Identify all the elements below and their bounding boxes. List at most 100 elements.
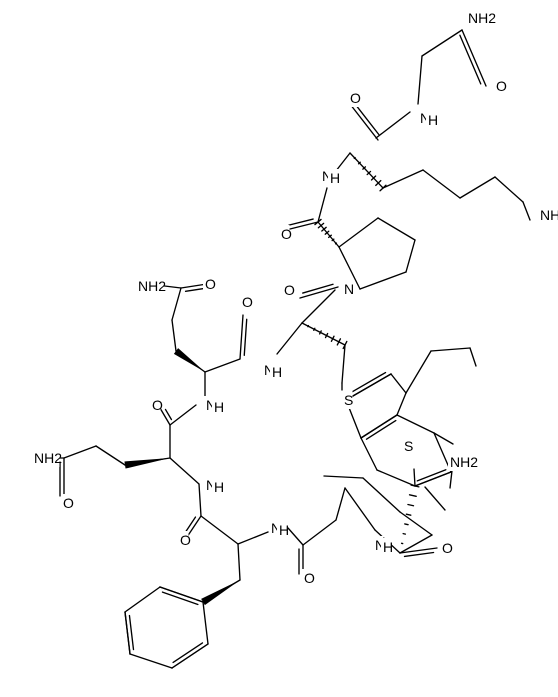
pro-stereo-hash	[328, 234, 332, 239]
double-bond	[299, 286, 339, 299]
bond	[344, 487, 376, 531]
trp-stereo-hash	[405, 513, 412, 516]
bond	[169, 404, 197, 426]
atom-label-text: NH2	[540, 207, 558, 223]
atom-label-text: O	[180, 532, 191, 548]
pro-stereo-hash	[314, 218, 322, 226]
cys-stereo-hash	[336, 338, 342, 346]
label-backdrop	[418, 109, 429, 127]
atom-label-text: O	[281, 226, 292, 242]
lbl-o-glycinamide: O	[494, 77, 507, 95]
stereo-wedges	[124, 348, 240, 606]
atom-label-text: NH2	[468, 10, 496, 26]
atom-label-text: H	[272, 364, 282, 380]
lbl-nh2-asn: NH2	[136, 277, 166, 295]
lbl-nh2-glycinamide: NH2	[466, 9, 496, 27]
bond	[413, 468, 416, 487]
bond	[405, 239, 416, 273]
atom-label-text: NH2	[138, 278, 166, 294]
cys-stereo-hash	[318, 330, 322, 335]
asn-stereo-wedge	[173, 348, 205, 372]
cys-stereo-hash	[342, 340, 348, 350]
bond	[63, 445, 97, 459]
double-bond	[302, 283, 334, 294]
bond	[359, 271, 407, 290]
trp-stereo-hash	[404, 523, 409, 526]
bond	[390, 373, 407, 394]
pro-stereo-hash	[324, 230, 330, 235]
label-backdrop	[342, 280, 353, 298]
lbl-o-lys: O	[348, 89, 361, 107]
label-backdrop	[440, 539, 451, 557]
pro-stereo-hash	[317, 222, 325, 229]
label-backdrop	[277, 521, 288, 539]
lbl-o-pro: O	[282, 281, 295, 299]
label-backdrop	[282, 281, 293, 299]
pro-stereo-hash	[331, 238, 335, 242]
label-backdrop	[150, 396, 161, 414]
double-bond	[159, 586, 204, 603]
atom-label-text: H	[330, 170, 340, 186]
trp-stereo-hash	[408, 494, 417, 497]
atom-label-text: N	[206, 397, 216, 413]
bond-lines	[36, 29, 531, 669]
lbl-n-gly: N	[418, 109, 430, 127]
label-backdrop	[61, 494, 72, 512]
pro-stereo-hash	[334, 242, 338, 245]
lbl-h-cys: H	[270, 363, 282, 381]
label-backdrop	[262, 361, 273, 379]
lbl-h-phe: H	[277, 521, 289, 539]
label-backdrop	[212, 398, 223, 416]
bond	[377, 217, 416, 241]
bond	[198, 483, 202, 517]
lbl-h-asn: H	[212, 398, 224, 416]
atom-label-text: O	[496, 78, 507, 94]
atom-label-text: S	[344, 392, 353, 408]
lys-stereo-hash	[362, 166, 367, 170]
bond	[276, 322, 303, 355]
lbl-h-lys: H	[328, 169, 340, 187]
label-backdrop	[204, 396, 215, 414]
lbl-n-asn: N	[204, 396, 216, 414]
double-bond	[159, 407, 171, 426]
label-backdrop	[426, 111, 437, 129]
lbl-nh2-gln: NH2	[32, 449, 62, 467]
bond	[341, 344, 346, 384]
bond	[360, 437, 378, 471]
atom-label-text: H	[428, 112, 438, 128]
lbl-h-val: H	[381, 538, 393, 556]
lbl-o-trp: O	[440, 539, 453, 557]
lbl-s-1: S	[342, 391, 353, 409]
lbl-h-gln: H	[212, 478, 224, 496]
label-backdrop	[328, 169, 339, 187]
bond	[204, 358, 241, 373]
atom-label-text: N	[206, 477, 216, 493]
bond	[301, 322, 346, 346]
bond	[469, 347, 477, 367]
bond	[124, 586, 161, 613]
lys-stereo-hash	[353, 156, 356, 160]
label-backdrop	[494, 77, 505, 95]
label-backdrop	[32, 449, 60, 467]
bond	[237, 543, 241, 581]
atom-label-text: H	[279, 522, 289, 538]
bond	[200, 515, 239, 545]
double-bond	[164, 408, 173, 421]
label-backdrop	[342, 391, 353, 409]
atom-label-text: O	[284, 282, 295, 298]
lys-stereo-hash	[370, 175, 377, 181]
cys-stereo-hash	[313, 327, 316, 331]
atom-label-text: N	[344, 281, 354, 297]
atom-label-text: O	[63, 495, 74, 511]
cys-stereo-hash	[324, 332, 329, 339]
double-bond	[346, 371, 387, 396]
bond	[317, 187, 328, 223]
bond	[95, 445, 126, 466]
label-backdrop	[136, 277, 164, 295]
label-backdrop	[203, 275, 214, 293]
bond	[317, 221, 340, 248]
phe-stereo-wedge	[201, 580, 240, 606]
bond	[287, 527, 304, 546]
bond	[171, 287, 182, 321]
